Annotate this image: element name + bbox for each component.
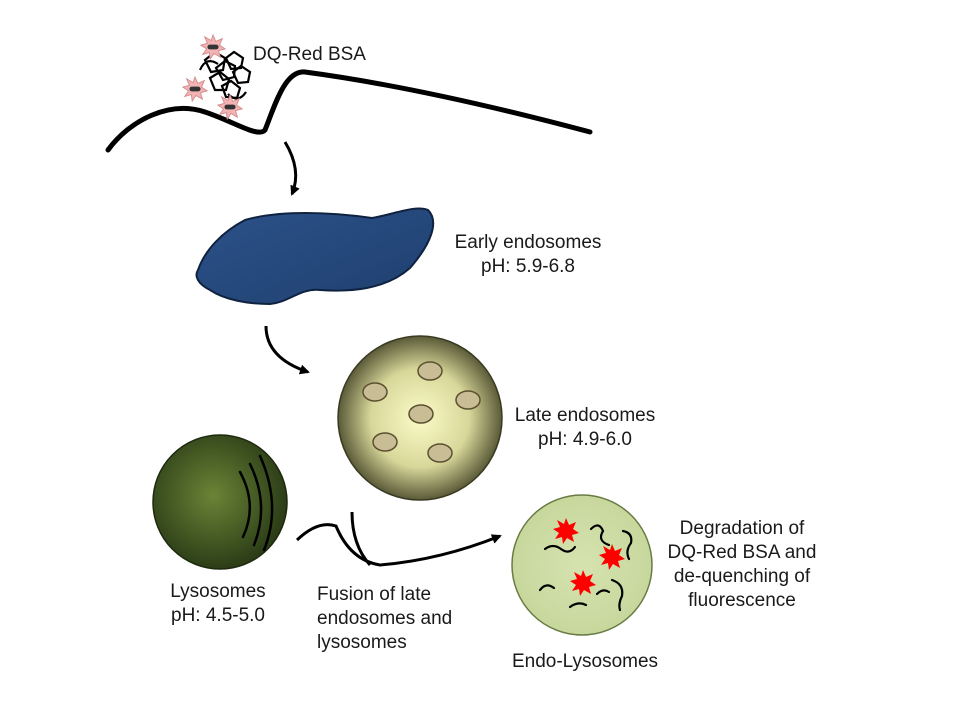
plasma-membrane (105, 69, 593, 153)
label-fusion-line1: Fusion of late (317, 584, 432, 605)
label-degradation-line3: de-quenching of (673, 566, 811, 587)
label-endo-lysosomes: Endo-Lysosomes (511, 651, 659, 672)
label-late-endosomes: Late endosomes pH: 4.9-6.0 (505, 404, 665, 452)
label-lysosomes-ph: pH: 4.5-5.0 (171, 605, 265, 626)
label-degradation-line1: Degradation of (679, 518, 805, 539)
label-degradation-line4: fluorescence (688, 590, 796, 611)
label-lysosomes: Lysosomes pH: 4.5-5.0 (148, 580, 288, 628)
early-endosome-shape (195, 207, 435, 306)
arrow-internalization (283, 141, 300, 196)
arrow-maturation (264, 325, 310, 375)
endo-lysosome (511, 494, 653, 636)
fusion-branch (350, 511, 372, 567)
label-lysosomes-name: Lysosomes (170, 581, 266, 602)
late-endosome (337, 335, 503, 501)
label-degradation-line2: DQ-Red BSA and (667, 542, 817, 563)
label-fusion: Fusion of late endosomes and lysosomes (317, 583, 452, 655)
label-early-endosomes-name: Early endosomes (454, 232, 602, 253)
label-late-endosomes-name: Late endosomes (514, 405, 656, 426)
label-late-endosomes-ph: pH: 4.9-6.0 (538, 429, 632, 450)
label-fusion-line2: endosomes and (317, 608, 453, 629)
label-early-endosomes: Early endosomes pH: 5.9-6.8 (448, 231, 608, 279)
lysosome (152, 434, 288, 570)
arrow-fusion (295, 523, 502, 567)
label-degradation: Degradation of DQ-Red BSA and de-quenchi… (652, 517, 832, 613)
label-fusion-line3: lysosomes (317, 632, 407, 653)
label-early-endosomes-ph: pH: 5.9-6.8 (481, 256, 575, 277)
dq-red-bsa-cluster (182, 34, 252, 120)
label-dq-red-bsa: DQ-Red BSA (253, 44, 366, 65)
